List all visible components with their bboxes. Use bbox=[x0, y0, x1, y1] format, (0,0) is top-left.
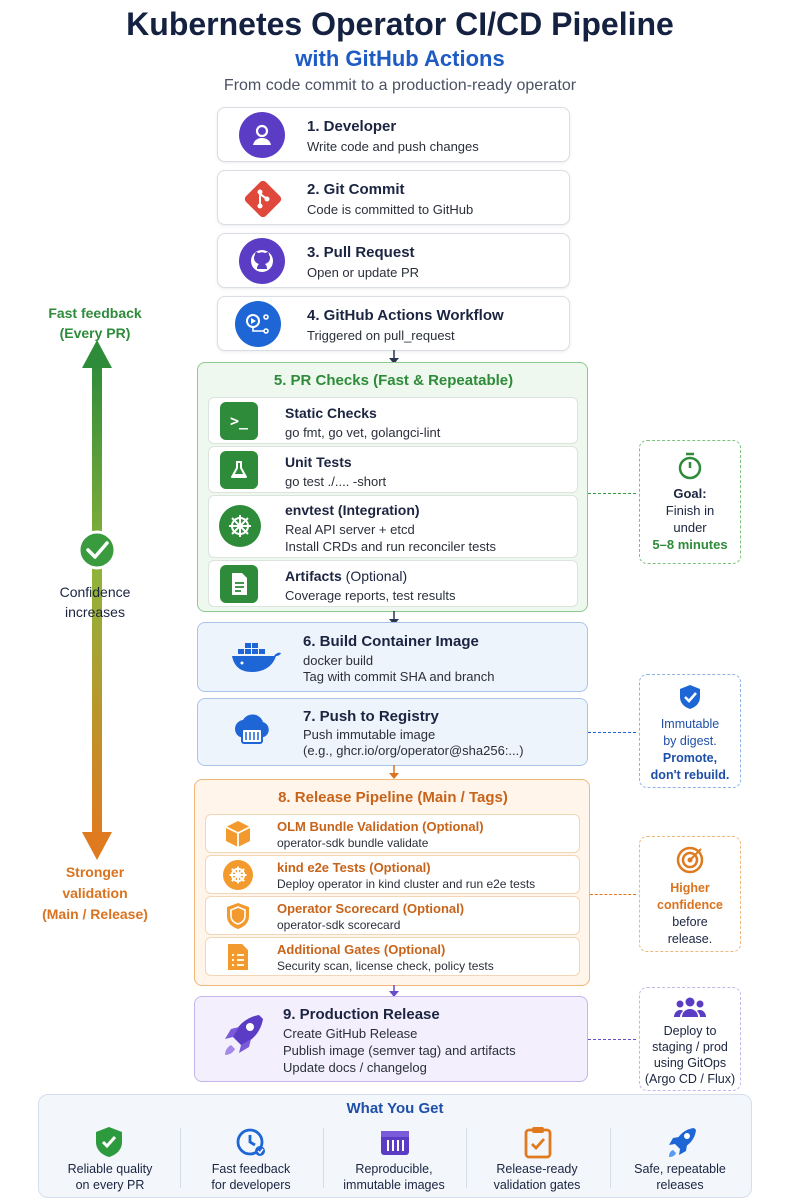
git-icon bbox=[243, 179, 283, 219]
confidence-connector bbox=[590, 894, 636, 895]
rocket-icon bbox=[664, 1125, 698, 1159]
clock-icon bbox=[234, 1125, 268, 1159]
release-pipeline-group: 8. Release Pipeline (Main / Tags) OLM Bu… bbox=[194, 779, 590, 986]
step-git-commit: 2. Git Commit Code is committed to GitHu… bbox=[217, 170, 570, 225]
check-unit-tests: Unit Tests go test ./.... -short bbox=[208, 446, 578, 493]
page-tagline: From code commit to a production-ready o… bbox=[223, 77, 577, 94]
confidence-label: Confidence bbox=[59, 584, 131, 600]
registry-icon bbox=[230, 711, 274, 751]
step-pull-request: 3. Pull Request Open or update PR bbox=[217, 233, 570, 288]
actions-icon bbox=[235, 301, 281, 347]
every-pr-label: (Every PR) bbox=[59, 325, 131, 341]
stopwatch-icon bbox=[678, 452, 702, 480]
target-icon bbox=[676, 846, 704, 874]
container-icon bbox=[378, 1125, 412, 1159]
step-developer: 1. Developer Write code and push changes bbox=[217, 107, 570, 162]
confidence-note: Higher confidence before release. bbox=[639, 836, 741, 952]
shield-icon bbox=[224, 901, 252, 931]
fast-feedback-label: Fast feedback bbox=[48, 305, 142, 321]
confidence-arrow bbox=[77, 340, 117, 860]
flask-icon bbox=[220, 451, 258, 489]
deploy-note: Deploy to staging / prod using GitOps (A… bbox=[639, 987, 741, 1091]
helm-wheel-icon bbox=[223, 860, 253, 890]
terminal-icon: >_ bbox=[220, 402, 258, 440]
shield-check-icon bbox=[92, 1125, 126, 1159]
github-icon bbox=[239, 238, 285, 284]
step-github-actions: 4. GitHub Actions Workflow Triggered on … bbox=[217, 296, 570, 351]
main-release-label: (Main / Release) bbox=[42, 906, 148, 922]
step-build-image: 6. Build Container Image docker build Ta… bbox=[197, 622, 588, 692]
rocket-icon bbox=[219, 1011, 265, 1063]
gate-additional: Additional Gates (Optional) Security sca… bbox=[205, 937, 580, 976]
flow-arrow bbox=[389, 765, 399, 779]
team-icon bbox=[674, 997, 706, 1017]
flow-arrow bbox=[389, 985, 399, 997]
gate-kind-e2e: kind e2e Tests (Optional) Deploy operato… bbox=[205, 855, 580, 894]
check-envtest: envtest (Integration) Real API server + … bbox=[208, 495, 578, 558]
goal-connector bbox=[588, 493, 636, 494]
goal-note: Goal: Finish in under 5–8 minutes bbox=[639, 440, 741, 564]
checklist-icon bbox=[225, 942, 251, 972]
validation-label: validation bbox=[62, 885, 128, 901]
step-production-release: 9. Production Release Create GitHub Rele… bbox=[194, 996, 588, 1082]
bundle-icon bbox=[223, 819, 253, 849]
gate-scorecard: Operator Scorecard (Optional) operator-s… bbox=[205, 896, 580, 935]
check-artifacts: Artifacts (Optional) Coverage reports, t… bbox=[208, 560, 578, 607]
shield-check-icon bbox=[680, 685, 700, 709]
gate-olm-bundle: OLM Bundle Validation (Optional) operato… bbox=[205, 814, 580, 853]
developer-icon bbox=[239, 112, 285, 158]
document-icon bbox=[220, 565, 258, 603]
clipboard-check-icon bbox=[521, 1125, 555, 1159]
increases-label: increases bbox=[65, 604, 125, 620]
immutable-note: Immutable by digest. Promote, don't rebu… bbox=[639, 674, 741, 788]
deploy-connector bbox=[588, 1039, 636, 1040]
helm-wheel-icon bbox=[219, 505, 261, 547]
page-subtitle: with GitHub Actions bbox=[295, 46, 505, 71]
check-static: >_ Static Checks go fmt, go vet, golangc… bbox=[208, 397, 578, 444]
pr-checks-group: 5. PR Checks (Fast & Repeatable) >_ Stat… bbox=[197, 362, 588, 612]
immutable-connector bbox=[588, 732, 636, 733]
flow-arrow bbox=[389, 350, 399, 364]
what-you-get-title: What You Get bbox=[346, 1100, 444, 1117]
step-push-registry: 7. Push to Registry Push immutable image… bbox=[197, 698, 588, 766]
docker-icon bbox=[228, 639, 282, 675]
page-title: Kubernetes Operator CI/CD Pipeline bbox=[126, 6, 674, 42]
stronger-label: Stronger bbox=[65, 864, 125, 880]
